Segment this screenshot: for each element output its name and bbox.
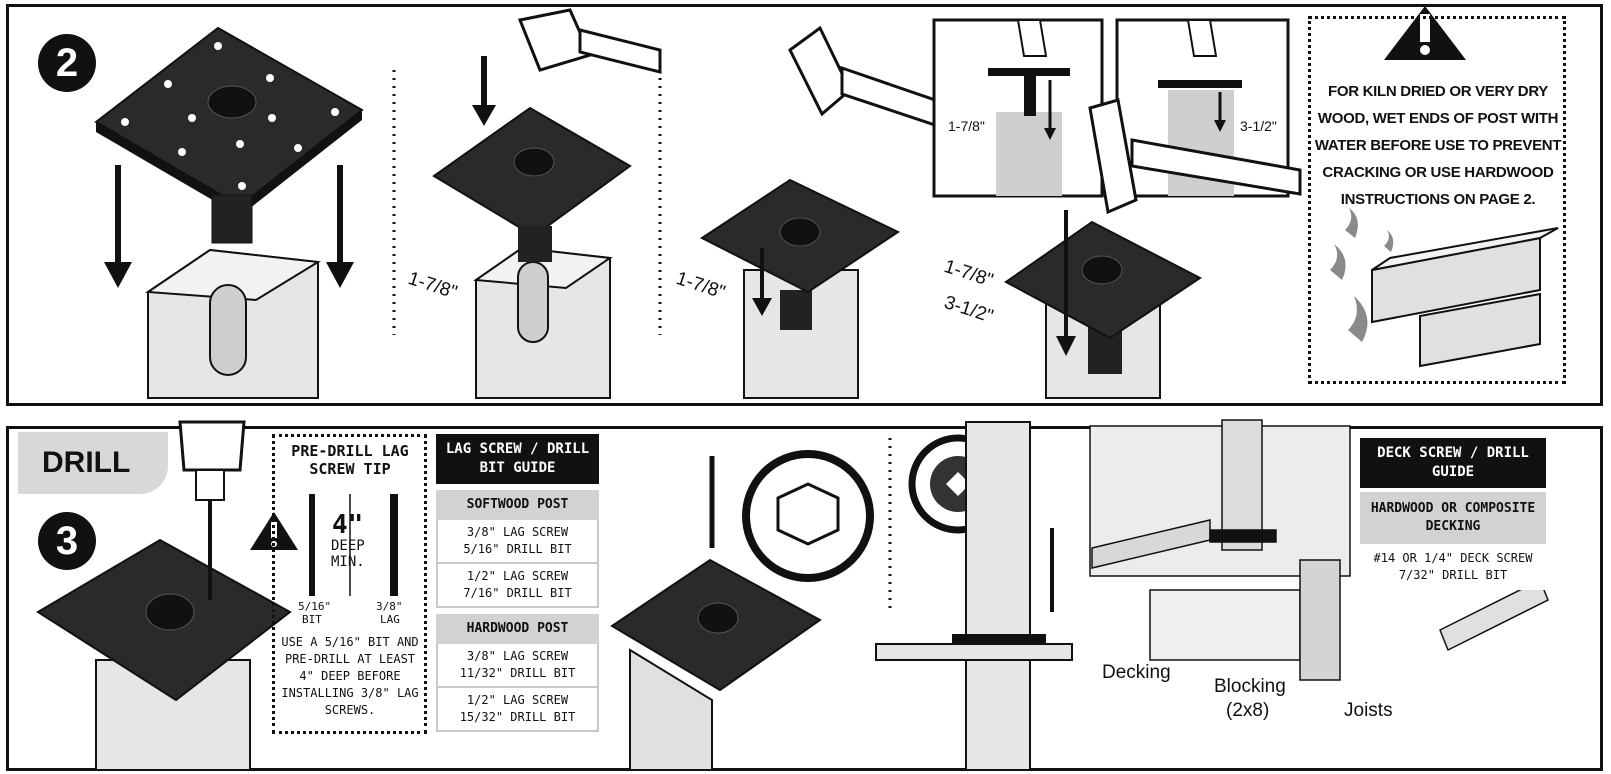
post-1 bbox=[145, 248, 322, 399]
plate-1 bbox=[94, 26, 364, 244]
lag-label-2: LAG bbox=[380, 613, 400, 626]
label-joists: Joists bbox=[1344, 700, 1393, 721]
plate-2 bbox=[432, 106, 632, 262]
softwood-row-2: 1/2" LAG SCREW 7/16" DRILL BIT bbox=[436, 564, 599, 608]
lag-label-1: 3/8" bbox=[376, 600, 403, 613]
depth-value: 4" bbox=[332, 510, 364, 540]
hardwood-row-2: 1/2" LAG SCREW 15/32" DRILL BIT bbox=[436, 688, 599, 732]
deck-guide-row: #14 OR 1/4" DECK SCREW 7/32" DRILL BIT bbox=[1360, 544, 1546, 590]
drill-tab: DRILL bbox=[18, 432, 168, 494]
inset-measure-b: 3-1/2" bbox=[1240, 118, 1277, 134]
guide-title: LAG SCREW / DRILL BIT GUIDE bbox=[436, 434, 599, 484]
bit-label-2: BIT bbox=[302, 613, 322, 626]
step-2-badge: 2 bbox=[38, 34, 96, 92]
post-3 bbox=[743, 269, 859, 399]
warning-box bbox=[1308, 16, 1566, 384]
depth-note-1: DEEP bbox=[331, 538, 365, 554]
deck-screw-guide: DECK SCREW / DRILL GUIDE HARDWOOD OR COM… bbox=[1360, 438, 1546, 590]
deck-scene bbox=[1089, 419, 1549, 681]
depth-note-2: MIN. bbox=[331, 554, 365, 570]
post-2 bbox=[473, 246, 613, 399]
hardwood-row-1: 3/8" LAG SCREW 11/32" DRILL BIT bbox=[436, 644, 599, 688]
warning-text: FOR KILN DRIED OR VERY DRY WOOD, WET END… bbox=[1314, 83, 1562, 208]
hammer-1 bbox=[517, 8, 662, 74]
label-blocking: Blocking bbox=[1214, 676, 1286, 697]
deck-guide-title: DECK SCREW / DRILL GUIDE bbox=[1360, 438, 1546, 488]
label-decking: Decking bbox=[1102, 662, 1171, 683]
softwood-row-1: 3/8" LAG SCREW 5/16" DRILL BIT bbox=[436, 520, 599, 564]
bit-label-1: 5/16" bbox=[298, 600, 332, 613]
plate-3 bbox=[700, 178, 901, 294]
hammer-3 bbox=[1088, 98, 1302, 215]
hardwood-title: HARDWOOD POST bbox=[436, 614, 599, 644]
softwood-title: SOFTWOOD POST bbox=[436, 490, 599, 520]
inset-measure-a: 1-7/8" bbox=[948, 118, 985, 134]
plate-4 bbox=[1004, 220, 1202, 340]
step-3-badge: 3 bbox=[38, 512, 96, 570]
predrill-text: USE A 5/16" BIT AND PRE-DRILL AT LEAST 4… bbox=[281, 635, 419, 717]
predrill-box bbox=[272, 434, 427, 734]
predrill-title: PRE-DRILL LAG SCREW TIP bbox=[291, 442, 409, 478]
label-blocking-size: (2x8) bbox=[1226, 700, 1270, 721]
hammer-2 bbox=[788, 25, 937, 128]
deck-guide-sub: HARDWOOD OR COMPOSITE DECKING bbox=[1360, 492, 1546, 544]
lag-screw-guide: LAG SCREW / DRILL BIT GUIDE SOFTWOOD POS… bbox=[436, 434, 599, 732]
